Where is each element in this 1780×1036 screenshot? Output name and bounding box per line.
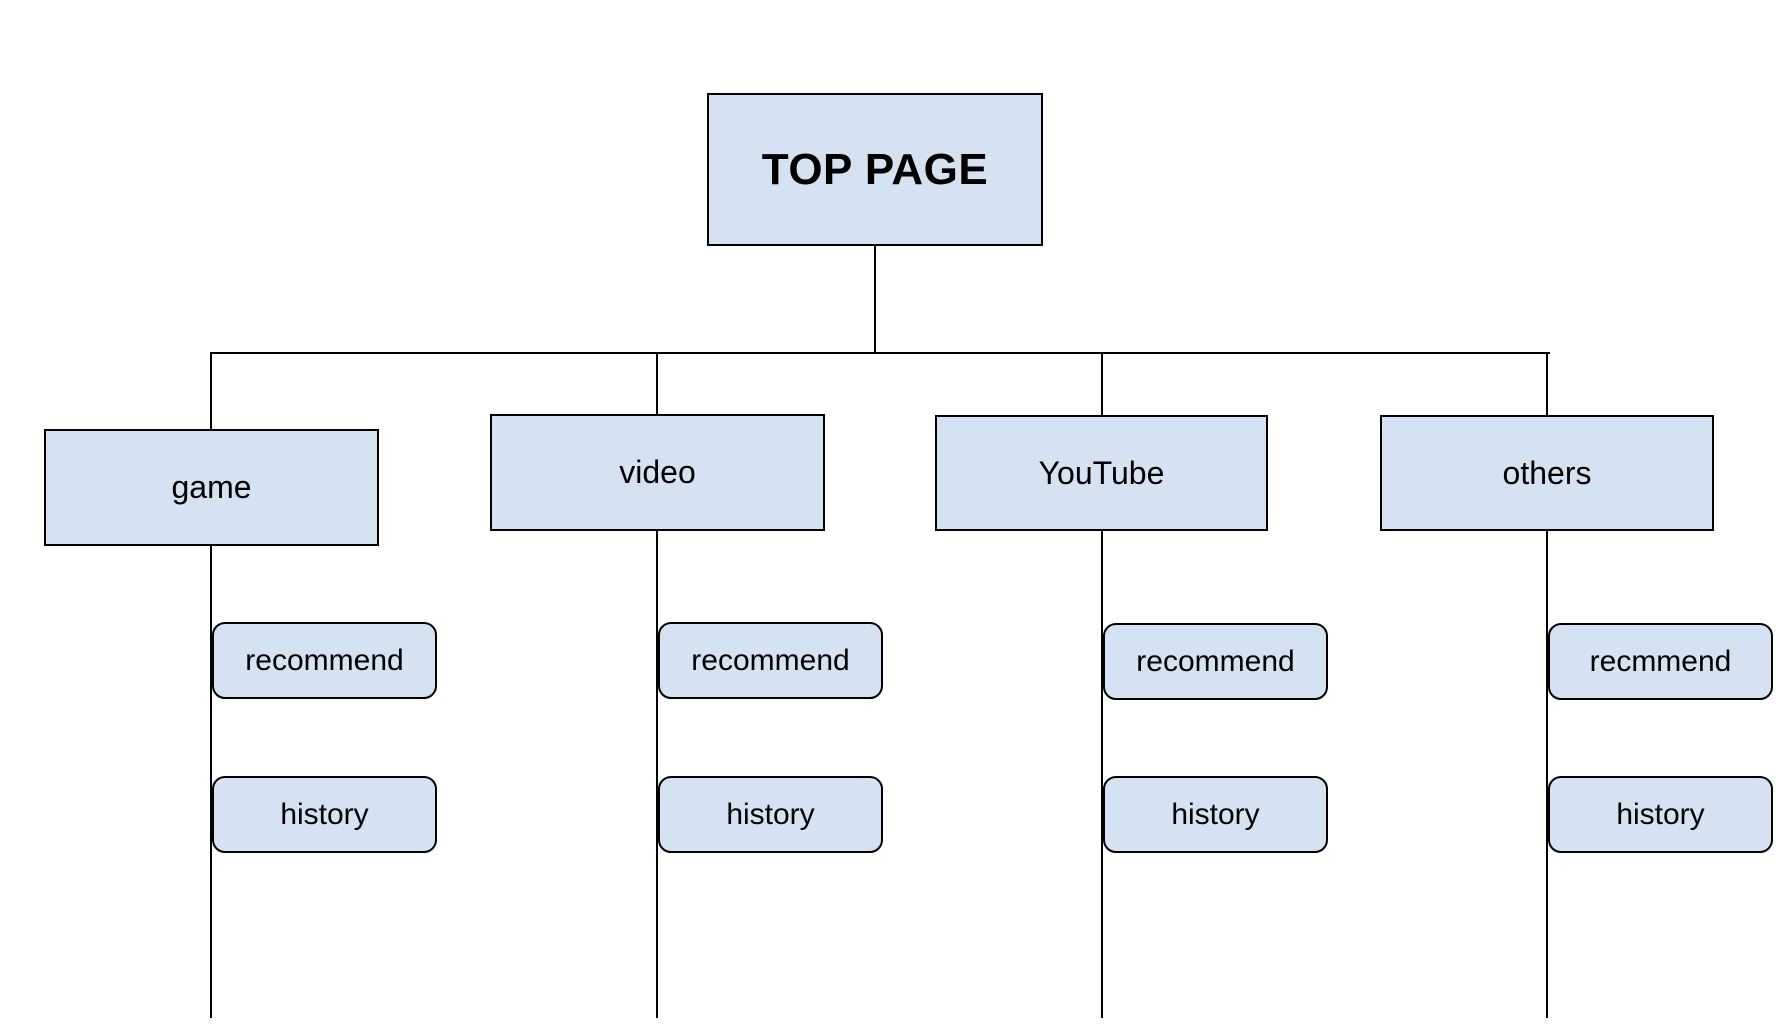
node-label: YouTube [1038,454,1165,491]
node-game-recommend[interactable]: recommend [212,622,437,699]
connector-trunk [874,246,876,353]
connector-drop-game [210,352,212,430]
connector-spine-video [656,531,658,1018]
node-video[interactable]: video [490,414,825,531]
node-label: recommend [1136,644,1295,678]
node-label: history [280,797,369,831]
node-youtube-history[interactable]: history [1103,776,1328,853]
node-label: recommend [245,643,404,677]
node-video-history[interactable]: history [658,776,883,853]
node-label: history [1616,797,1705,831]
connector-spine-game [210,546,212,1018]
node-label: game [171,469,252,505]
connector-drop-others [1546,352,1548,416]
node-label: others [1502,454,1592,491]
node-game[interactable]: game [44,429,379,546]
node-label: recmmend [1589,644,1732,678]
node-youtube[interactable]: YouTube [935,415,1268,531]
connector-spine-others [1546,531,1548,1018]
node-top-page[interactable]: TOP PAGE [707,93,1043,246]
node-label: recommend [691,643,850,677]
node-label: TOP PAGE [761,144,989,194]
connector-drop-video [656,352,658,415]
connector-rail [210,352,1550,354]
node-label: history [1171,797,1260,831]
node-others-history[interactable]: history [1548,776,1773,853]
node-others-recmmend[interactable]: recmmend [1548,623,1773,700]
node-label: history [726,797,815,831]
node-label: video [619,454,696,490]
node-game-history[interactable]: history [212,776,437,853]
node-others[interactable]: others [1380,415,1714,531]
connector-drop-youtube [1101,352,1103,416]
connector-spine-youtube [1101,531,1103,1018]
node-video-recommend[interactable]: recommend [658,622,883,699]
node-youtube-recommend[interactable]: recommend [1103,623,1328,700]
